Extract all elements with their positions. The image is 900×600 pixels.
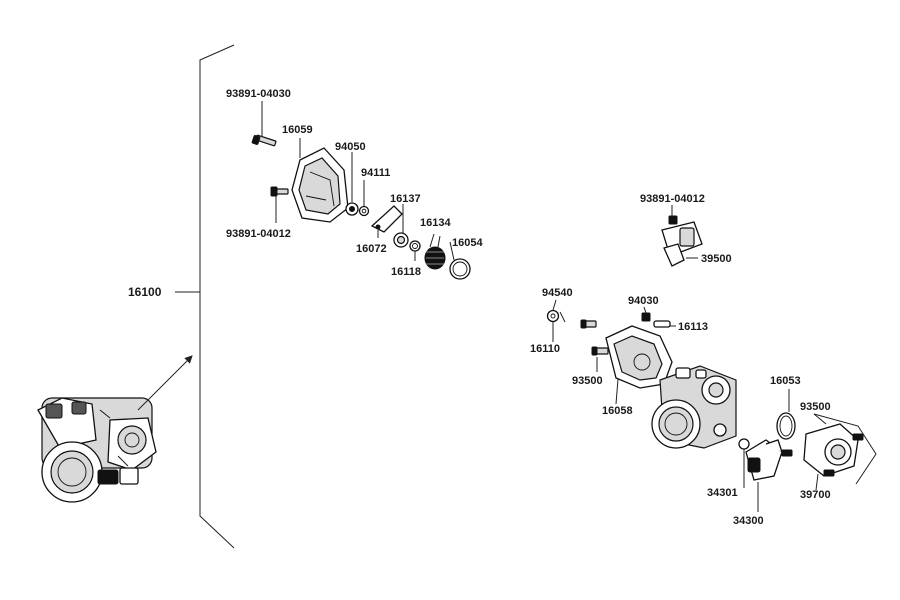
callout-34301[interactable]: 34301 [707, 487, 738, 499]
assembly-arrow [137, 355, 193, 411]
part-lever-16072-image [370, 205, 403, 233]
callout-93500-left[interactable]: 93500 [572, 375, 603, 387]
callout-16134[interactable]: 16134 [420, 217, 451, 229]
callout-93891-04012-left[interactable]: 93891-04012 [226, 228, 291, 240]
callout-94050[interactable]: 94050 [335, 141, 366, 153]
part-nut-94050-image [345, 202, 359, 216]
part-cover-16059-image [291, 147, 349, 223]
part-sensor-39500-image [661, 215, 703, 267]
callout-16058[interactable]: 16058 [602, 405, 633, 417]
part-screw-93500-lower-image [591, 346, 609, 356]
assembly-part-number[interactable]: 16100 [128, 285, 162, 299]
callout-16053[interactable]: 16053 [770, 375, 801, 387]
callout-16110[interactable]: 16110 [530, 343, 560, 355]
part-screw-93500-upper-image [580, 319, 597, 329]
callout-16072[interactable]: 16072 [356, 243, 387, 255]
part-cover-16058-image [605, 325, 673, 389]
part-oring-16118-image [409, 240, 421, 252]
assembly-bracket [175, 44, 235, 549]
part-oring-16054-image [449, 258, 471, 280]
callout-93891-04030[interactable]: 93891-04030 [226, 88, 291, 100]
callout-39700[interactable]: 39700 [800, 489, 831, 501]
callout-16059[interactable]: 16059 [282, 124, 313, 136]
callout-94030[interactable]: 94030 [628, 295, 659, 307]
part-bolt-93891-04030-image [251, 134, 277, 147]
callout-16118[interactable]: 16118 [391, 266, 421, 278]
callout-16137[interactable]: 16137 [390, 193, 421, 205]
part-circlip-94540-image [546, 309, 566, 323]
callout-94111[interactable]: 94111 [361, 167, 390, 179]
callout-16054[interactable]: 16054 [452, 237, 483, 249]
part-actuator-39700-image [781, 423, 864, 477]
callout-16113[interactable]: 16113 [678, 321, 708, 333]
part-bolt-93891-04012-image [270, 186, 289, 197]
callout-34300[interactable]: 34300 [733, 515, 764, 527]
part-spring-16134-image [424, 233, 446, 270]
throttle-body-assembly-image [37, 397, 157, 503]
part-oring-34301-image [738, 438, 750, 450]
callout-93891-04012-right[interactable]: 93891-04012 [640, 193, 705, 205]
callout-39500[interactable]: 39500 [701, 253, 732, 265]
callout-94540[interactable]: 94540 [542, 287, 573, 299]
part-sensor-34300-image [745, 439, 783, 481]
part-washer-94111-image [358, 205, 370, 217]
part-throttle-body-image [651, 365, 737, 449]
part-oring-16053-image [776, 412, 796, 440]
part-pin-94030-image [641, 312, 651, 322]
part-bearing-16137-image [393, 232, 409, 248]
part-dowel-16113-image [653, 320, 671, 328]
callout-93500-right[interactable]: 93500 [800, 401, 831, 413]
